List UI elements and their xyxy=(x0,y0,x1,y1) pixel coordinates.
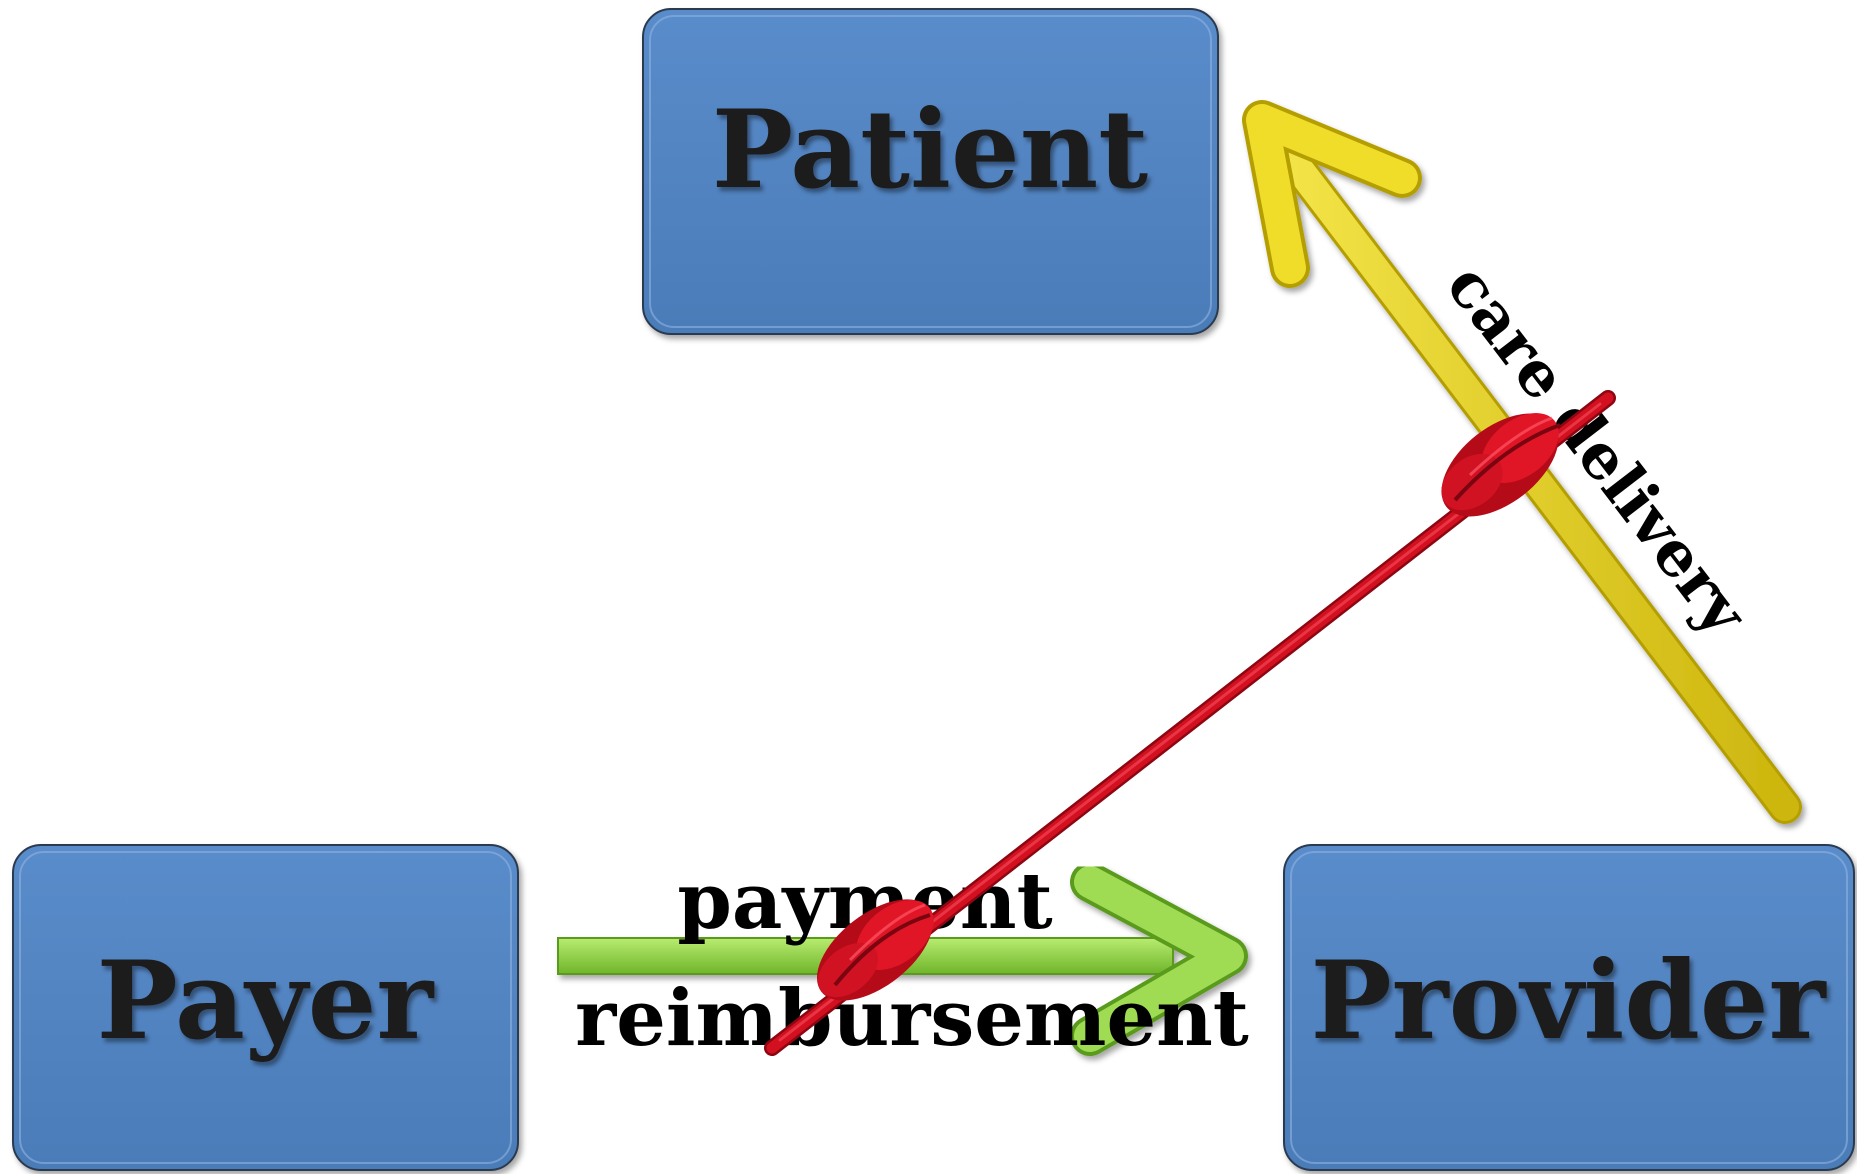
provider-box xyxy=(1283,844,1855,1171)
provider-label: Provider xyxy=(1310,938,1827,1064)
payer-node: Payer xyxy=(12,844,519,1171)
string-knot-payment xyxy=(817,899,934,1001)
patient-node: Patient xyxy=(642,8,1219,335)
payer-box xyxy=(12,844,519,1171)
reimbursement-label: reimbursement xyxy=(575,973,1249,1064)
payer-label: Payer xyxy=(97,938,436,1064)
patient-label: Patient xyxy=(712,87,1148,213)
string-knot-care xyxy=(1441,413,1561,517)
provider-node: Provider xyxy=(1283,844,1855,1171)
patient-box xyxy=(642,8,1219,335)
